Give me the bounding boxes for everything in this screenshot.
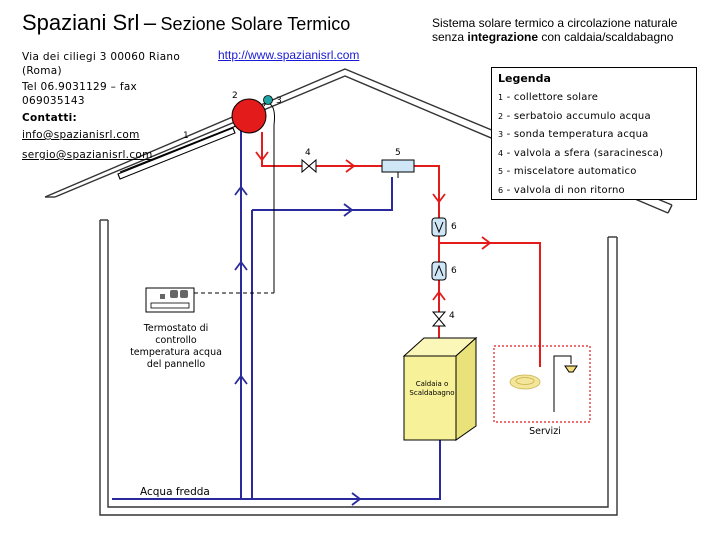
- ball-valve-top: [301, 158, 317, 174]
- component-number-6-upper: 6: [451, 222, 457, 232]
- component-number-2: 2: [232, 91, 238, 101]
- company-phone: Tel 06.9031129 – fax 069035143: [22, 81, 138, 107]
- shower-icon: [553, 355, 578, 412]
- component-number-3: 3: [276, 96, 282, 106]
- legend-title: Legenda: [498, 72, 551, 85]
- email-link-info[interactable]: info@spazianisrl.com: [22, 129, 140, 141]
- legend-item: 3 - sonda temperatura acqua: [498, 129, 649, 140]
- boiler-label: Caldaia o Scaldabagno: [409, 380, 455, 397]
- cold-water-pipes: [112, 130, 441, 500]
- legend-item: 5 - miscelatore automatico: [498, 166, 637, 177]
- company-address: Via dei ciliegi 3 00060 Riano (Roma): [22, 51, 181, 77]
- email-link-sergio[interactable]: sergio@spazianisrl.com: [22, 149, 153, 161]
- temperature-probe: [263, 95, 273, 105]
- legend-item: 4 - valvola a sfera (saracinesca): [498, 147, 664, 159]
- website-link[interactable]: http://www.spazianisrl.com: [218, 48, 360, 62]
- hot-water-arrows: [255, 151, 492, 301]
- title-dash: –: [143, 10, 157, 35]
- company-name: Spaziani Srl: [22, 10, 140, 35]
- section-name: Sezione Solare Termico: [160, 14, 351, 34]
- ball-valve-bottom: [431, 311, 447, 327]
- component-number-4: 4: [305, 148, 311, 158]
- cold-water-label: Acqua fredda: [140, 486, 210, 498]
- system-description: Sistema solare termico a circolazione na…: [432, 16, 678, 44]
- thermostat-label: Termostato di controllo temperatura acqu…: [130, 323, 222, 370]
- contacts-label: Contatti:: [22, 112, 78, 124]
- cold-water-arrows: [234, 185, 362, 506]
- solar-collector: [117, 125, 237, 180]
- component-number-6-lower: 6: [451, 266, 457, 276]
- legend-item: 1 - collettore solare: [498, 92, 599, 103]
- boiler: [402, 336, 478, 441]
- company-title: Spaziani Srl – Sezione Solare Termico: [22, 10, 350, 36]
- legend-item: 6 - valvola di non ritorno: [498, 184, 625, 196]
- automatic-mixer: [381, 159, 415, 173]
- component-number-1: 1: [183, 131, 189, 141]
- component-number-5: 5: [395, 148, 401, 158]
- check-valve-upper: [431, 217, 447, 237]
- probe-wire: [269, 103, 275, 293]
- legend-box: Legenda 1 - collettore solare 2 - serbat…: [491, 67, 697, 200]
- sink-icon: [509, 374, 541, 390]
- legend-item: 2 - serbatoio accumulo acqua: [498, 110, 651, 122]
- storage-tank: [231, 95, 273, 134]
- services-label: Servizi: [529, 426, 561, 437]
- component-number-4-lower: 4: [449, 311, 455, 321]
- check-valve-lower: [431, 261, 447, 281]
- thermostat-device: [145, 287, 195, 313]
- services-box: [493, 345, 591, 423]
